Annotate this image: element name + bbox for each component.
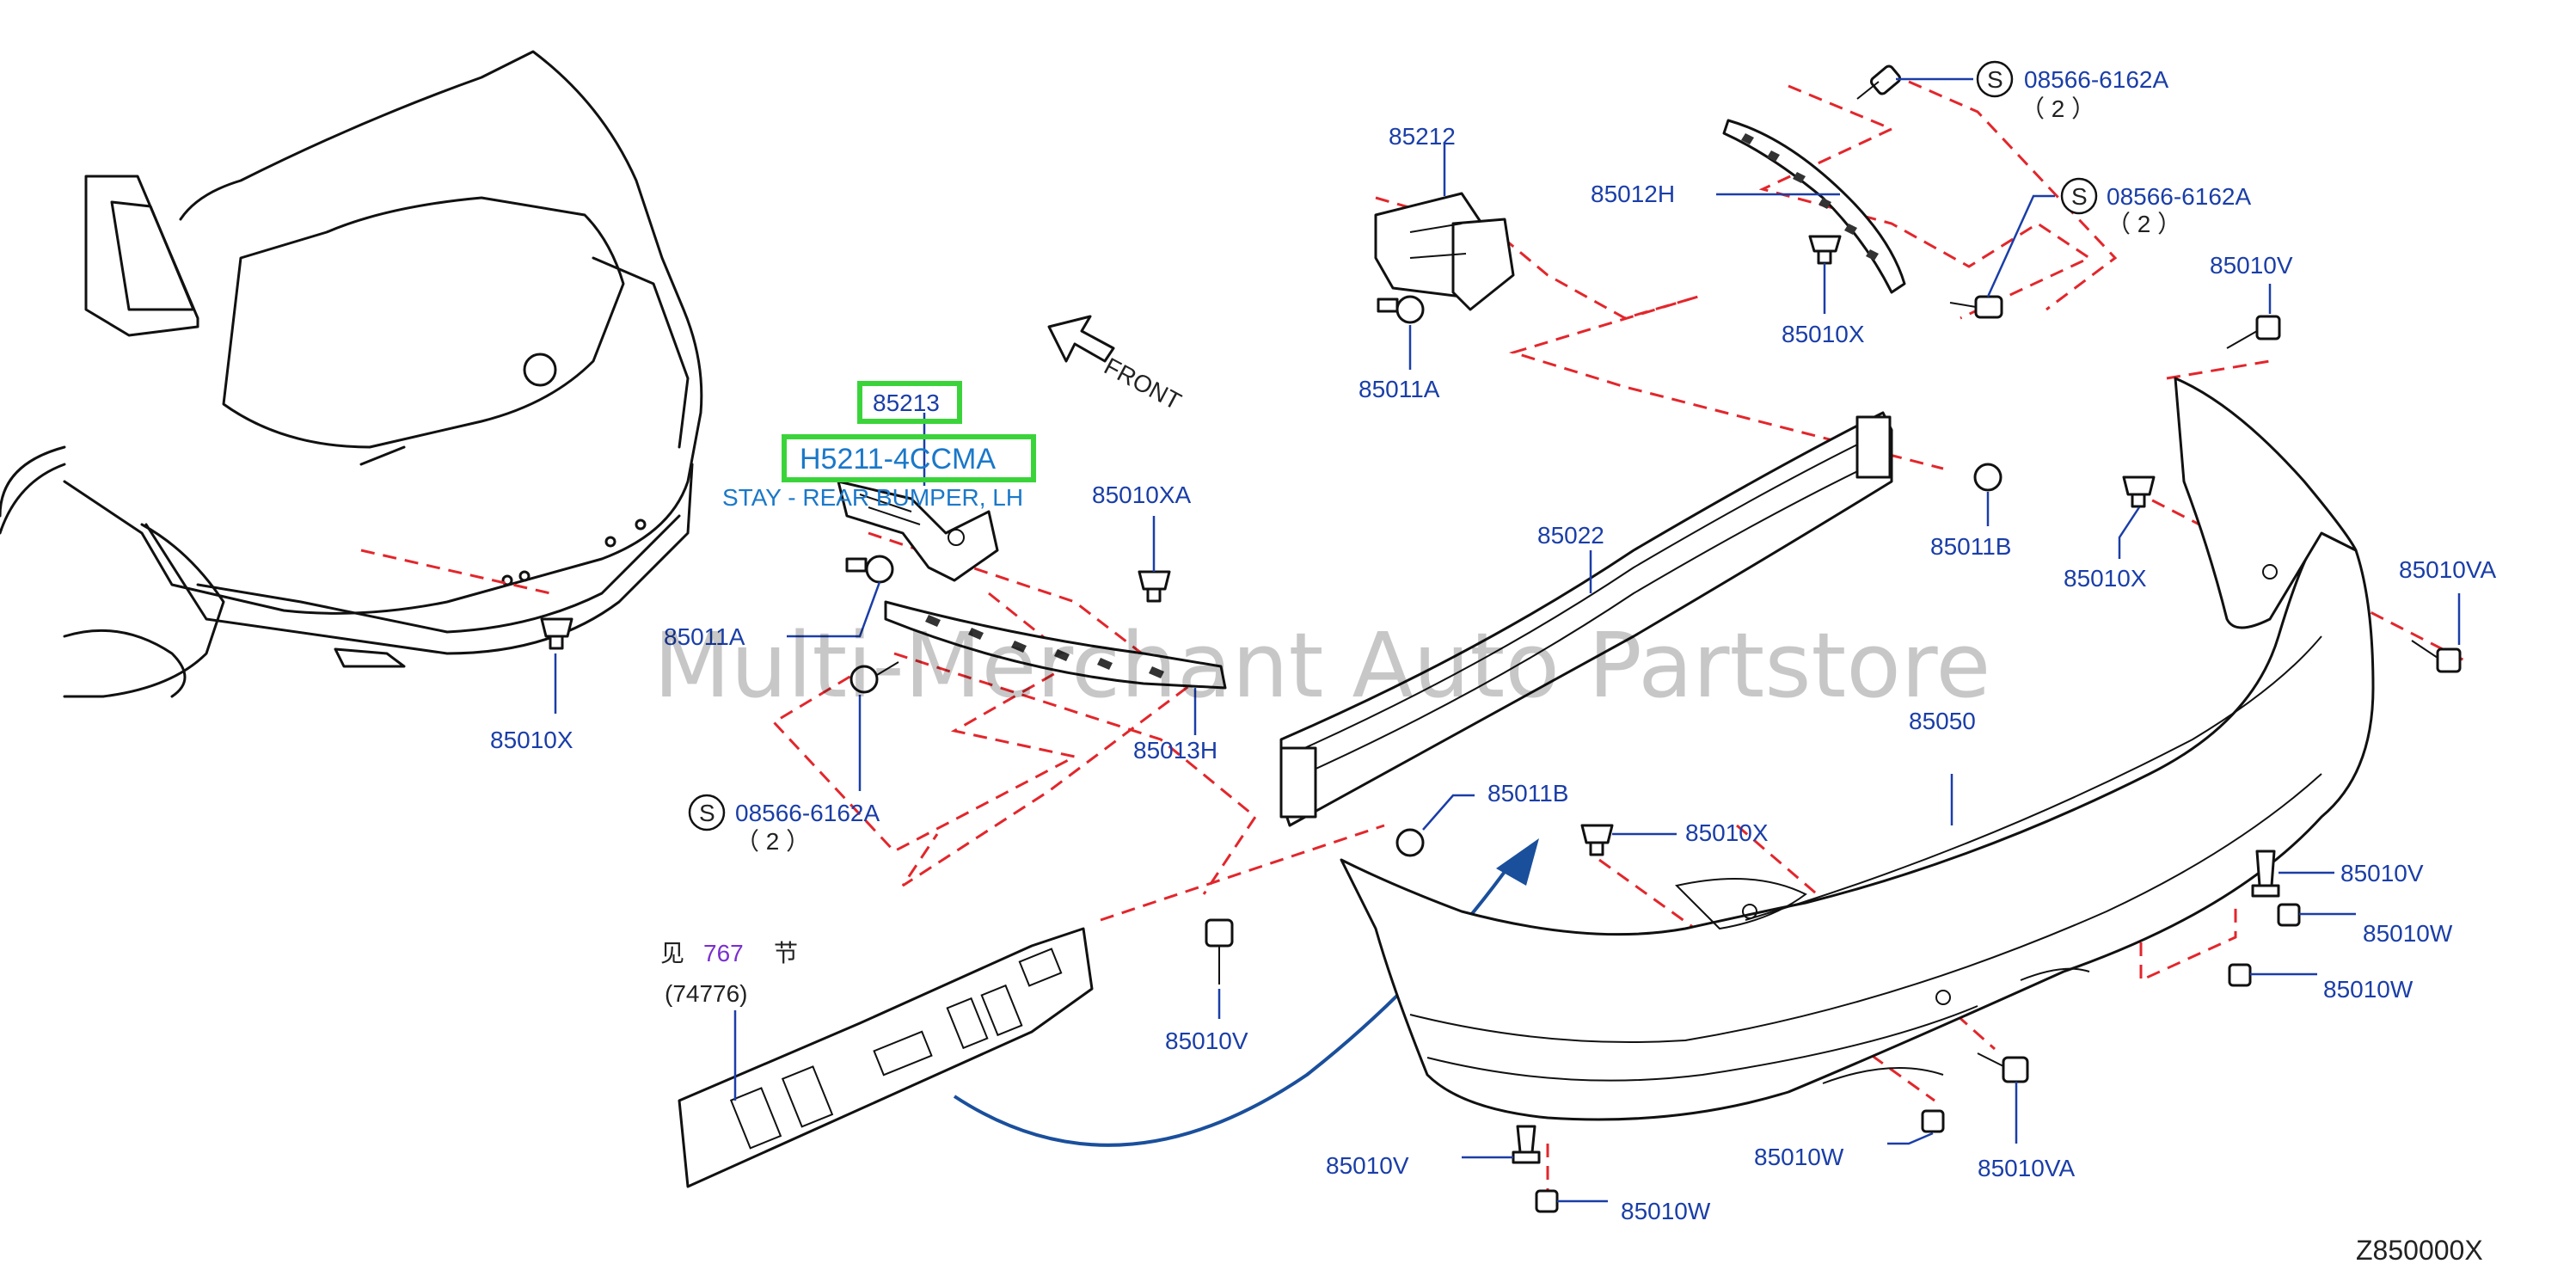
bolt-85010V-r1[interactable] xyxy=(2251,850,2334,898)
label-85013H[interactable]: 85013H xyxy=(1133,737,1217,764)
screw-symbol-b: S xyxy=(2071,183,2088,210)
label-85011A-top[interactable]: 85011A xyxy=(1359,376,1440,402)
label-85010VA-b[interactable]: 85010VA xyxy=(1978,1155,2075,1181)
diagram-code: Z850000X xyxy=(2356,1235,2483,1266)
screw-symbol-c: S xyxy=(699,800,715,826)
part-85213-stay[interactable] xyxy=(837,413,999,582)
label-85022[interactable]: 85022 xyxy=(1537,522,1604,549)
screw-85010W-b[interactable] xyxy=(1535,1189,1608,1213)
bolt-85010V-b[interactable] xyxy=(1462,1125,1541,1164)
bolt-85010VA-r[interactable] xyxy=(2411,593,2462,673)
bolt-85010V-bl[interactable] xyxy=(1205,918,1234,1019)
front-arrow: FRONT xyxy=(1047,315,1186,415)
bolt-85011A-top[interactable] xyxy=(1377,295,1425,324)
label-85010W-bc[interactable]: 85010W xyxy=(1754,1144,1844,1170)
label-08566-b[interactable]: 08566-6162A xyxy=(2107,183,2251,210)
clip-85010XA[interactable] xyxy=(1138,516,1171,603)
label-85010W-b[interactable]: 85010W xyxy=(1621,1198,1711,1224)
nut-85011B-r[interactable] xyxy=(1973,463,2003,526)
screw-symbol-a: S xyxy=(1987,66,2003,93)
label-85011A-left[interactable]: 85011A xyxy=(664,623,745,650)
label-85010V-b[interactable]: 85010V xyxy=(1326,1152,1409,1179)
label-85010XA[interactable]: 85010XA xyxy=(1092,482,1192,508)
part-85012H[interactable] xyxy=(1716,119,1906,294)
watermark: Multi-Merchant Auto Partstore xyxy=(653,613,1990,718)
label-85010X-mid[interactable]: 85010X xyxy=(1782,321,1865,347)
label-08566-a[interactable]: 08566-6162A xyxy=(2024,66,2168,93)
label-85212[interactable]: 85212 xyxy=(1389,123,1456,150)
clip-85010X-r[interactable] xyxy=(2118,475,2156,559)
label-85010W-r1[interactable]: 85010W xyxy=(2363,920,2453,947)
see-section-suffix: 节 xyxy=(774,940,798,966)
part-85050-fascia[interactable] xyxy=(1340,377,2375,1121)
label-85010VA-r[interactable]: 85010VA xyxy=(2399,556,2496,583)
see-section-number[interactable]: 767 xyxy=(703,940,744,966)
selected-part-highlight[interactable] xyxy=(782,381,1036,482)
part-85022-beam[interactable] xyxy=(1279,411,1893,827)
screw-symbols: S S S xyxy=(688,60,2098,831)
front-label: FRONT xyxy=(1100,353,1186,415)
label-08566-c[interactable]: 08566-6162A xyxy=(735,800,880,826)
selected-sku[interactable]: H5211-4CCMA xyxy=(800,443,996,475)
selected-description: STAY - REAR BUMPER, LH xyxy=(722,484,1023,511)
label-85010X-left[interactable]: 85010X xyxy=(490,727,573,753)
nut-85011B-c[interactable] xyxy=(1395,794,1475,857)
screw-08566-a[interactable] xyxy=(1856,64,1973,100)
label-85010V-bl[interactable]: 85010V xyxy=(1165,1028,1248,1054)
label-08566-c-qty: （ 2 ） xyxy=(735,828,810,855)
screw-85010W-r1[interactable] xyxy=(2277,903,2356,927)
see-section-ref: (74776) xyxy=(665,980,748,1007)
label-85050[interactable]: 85050 xyxy=(1909,708,1976,734)
clip-85010X-c[interactable] xyxy=(1580,824,1677,856)
vehicle-rear-illustration xyxy=(0,50,703,698)
clip-85010X-mid[interactable] xyxy=(1808,235,1842,314)
bolt-85010V-tr[interactable] xyxy=(2226,284,2281,349)
callout-labels: 85212 85012H 85011A 85010X 08566-6162A （… xyxy=(490,66,2496,1266)
bolt-08566-c[interactable] xyxy=(849,661,899,791)
label-85010W-r2[interactable]: 85010W xyxy=(2323,976,2413,1003)
screw-85010W-r2[interactable] xyxy=(2228,963,2317,987)
label-85012H[interactable]: 85012H xyxy=(1591,181,1675,207)
clip-85010X-left[interactable] xyxy=(540,617,573,714)
label-85010X-r[interactable]: 85010X xyxy=(2064,565,2147,592)
part-85212[interactable] xyxy=(1374,142,1515,370)
screw-08566-b[interactable] xyxy=(1949,194,2055,319)
label-08566-b-qty: （ 2 ） xyxy=(2107,211,2181,237)
see-section-prefix: 见 xyxy=(660,940,684,966)
label-85010X-c[interactable]: 85010X xyxy=(1685,819,1769,846)
bolt-85011A-left[interactable] xyxy=(787,555,894,638)
label-85010V-r1[interactable]: 85010V xyxy=(2340,860,2424,886)
label-85010V-tr[interactable]: 85010V xyxy=(2210,252,2293,279)
bolt-85010VA-b[interactable] xyxy=(1977,1052,2029,1144)
label-08566-a-qty: （ 2 ） xyxy=(2021,95,2095,122)
screw-85010W-bc[interactable] xyxy=(1887,1109,1945,1145)
label-85011B-r[interactable]: 85011B xyxy=(1930,533,2011,560)
label-85011B-c[interactable]: 85011B xyxy=(1487,780,1568,807)
part-85013H[interactable] xyxy=(884,600,1227,735)
part-74776-panel[interactable] xyxy=(678,927,1094,1188)
selected-part-number[interactable]: 85213 xyxy=(873,390,940,416)
